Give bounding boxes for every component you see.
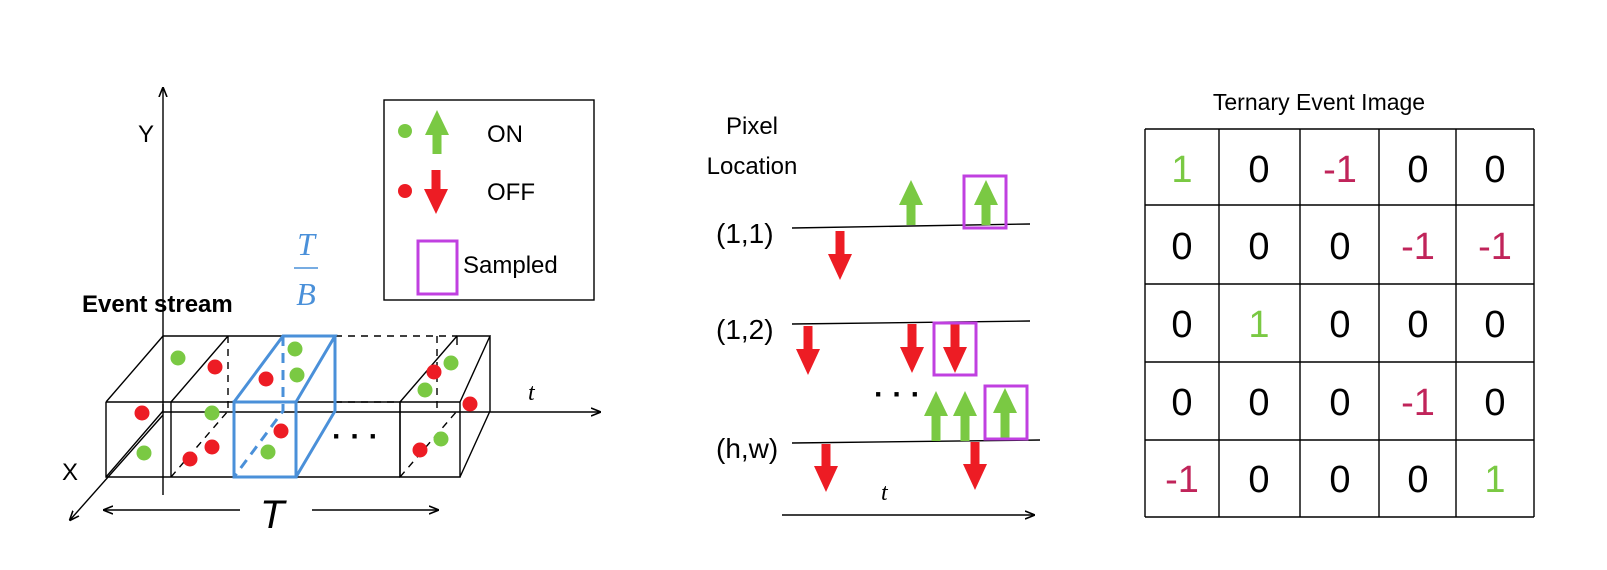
- ternary-cell-value: -1: [1323, 149, 1357, 191]
- on-legend-dot: [398, 124, 412, 138]
- pixel-timeline-panel: Pixel Location (1,1) (1,2) (h,w) t · · ·: [707, 113, 1041, 515]
- ternary-cell-value: 0: [1329, 459, 1350, 501]
- green-up-arrow-icon: [953, 391, 977, 441]
- pixel-location-title-line1: Pixel: [726, 113, 778, 140]
- red-down-arrow-icon: [900, 324, 924, 373]
- duration-label: T: [260, 493, 287, 537]
- pixel-location-title-line2: Location: [707, 153, 798, 180]
- pixel-row-label: (1,2): [716, 314, 774, 345]
- pixel-row-line: [791, 320, 1031, 325]
- green-up-arrow-icon: [899, 180, 923, 225]
- sampled-box: [983, 384, 1029, 441]
- green-up-arrow-icon: [924, 391, 948, 441]
- ternary-cell-value: -1: [1401, 382, 1435, 424]
- ternary-cell-value: 0: [1171, 226, 1192, 268]
- ellipsis-dots: · · ·: [332, 420, 379, 453]
- ternary-cell-value: 0: [1484, 149, 1505, 191]
- hidden-edges: [162, 335, 458, 478]
- on-event-dot: [417, 382, 433, 398]
- off-event-dot: [258, 371, 274, 387]
- ternary-grid: [1144, 128, 1535, 518]
- y-axis-label: Y: [138, 121, 154, 148]
- ternary-cell-value: 0: [1171, 382, 1192, 424]
- time-axis-label: t: [881, 480, 889, 506]
- ternary-cell-value: 1: [1171, 149, 1192, 191]
- red-down-arrow-icon: [796, 326, 820, 375]
- green-up-arrow-icon: [425, 110, 449, 154]
- off-event-dot: [462, 396, 478, 412]
- on-event-dot: [433, 431, 449, 447]
- t-axis-label: t: [528, 380, 536, 406]
- ternary-cell-value: 0: [1407, 459, 1428, 501]
- ternary-cell-value: 0: [1329, 304, 1350, 346]
- window-fraction-numerator: T: [297, 226, 317, 262]
- x-axis: [70, 414, 164, 520]
- ternary-cell-value: 0: [1484, 304, 1505, 346]
- x-axis-label: X: [62, 459, 78, 486]
- ternary-cell-value: 0: [1484, 382, 1505, 424]
- legend: ON OFF Sampled: [383, 99, 595, 301]
- on-event-dot: [204, 405, 220, 421]
- off-event-dot: [412, 442, 428, 458]
- pixel-row-label: (1,1): [716, 218, 774, 249]
- ternary-cell-value: 0: [1329, 382, 1350, 424]
- event-stream-label: Event stream: [82, 291, 233, 318]
- on-event-dot: [443, 355, 459, 371]
- legend-on-label: ON: [487, 121, 523, 148]
- ternary-cell-value: -1: [1401, 226, 1435, 268]
- ternary-cell-value: -1: [1165, 459, 1199, 501]
- ternary-grid-cells: 1 0 -1 0 0 0 0 0 -1 -1 0 1 0 0 0 0 0 0 -1 0 -1 0 0 0 1: [1165, 149, 1512, 501]
- ternary-cell-value: 1: [1248, 304, 1269, 346]
- red-down-arrow-icon: [814, 444, 838, 492]
- sampled-box: [932, 321, 978, 377]
- legend-off-label: OFF: [487, 179, 535, 206]
- ternary-image-title: Ternary Event Image: [1213, 89, 1425, 115]
- ternary-cell-value: 0: [1329, 226, 1350, 268]
- ellipsis-dots: · · ·: [874, 378, 921, 411]
- sampling-window-hidden: [232, 336, 285, 478]
- off-event-dot: [134, 405, 150, 421]
- green-up-arrow-icon: [974, 180, 998, 225]
- window-fraction-denominator: B: [296, 276, 316, 312]
- green-up-arrow-icon: [993, 388, 1017, 438]
- on-event-dot: [289, 367, 305, 383]
- sampled-box: [962, 174, 1008, 230]
- off-legend-dot: [398, 184, 412, 198]
- ternary-cell-value: 0: [1248, 149, 1269, 191]
- event-dots: [134, 341, 478, 467]
- sampling-window: [232, 334, 338, 479]
- legend-sampled-label: Sampled: [463, 252, 558, 279]
- off-event-dot: [182, 451, 198, 467]
- off-event-dot: [207, 359, 223, 375]
- ternary-cell-value: 0: [1248, 459, 1269, 501]
- ternary-cell-value: 0: [1248, 382, 1269, 424]
- ternary-cell-value: 0: [1248, 226, 1269, 268]
- red-down-arrow-icon: [828, 231, 852, 280]
- on-event-dot: [136, 445, 152, 461]
- ternary-cell-value: 0: [1407, 149, 1428, 191]
- red-down-arrow-icon: [943, 324, 967, 373]
- on-event-dot: [170, 350, 186, 366]
- ternary-cell-value: 0: [1407, 304, 1428, 346]
- ternary-cell-value: -1: [1478, 226, 1512, 268]
- red-down-arrow-icon: [424, 170, 448, 214]
- off-event-dot: [273, 423, 289, 439]
- event-stream-panel: Y X t T Event stream T B: [62, 88, 600, 537]
- off-event-dot: [426, 364, 442, 380]
- on-event-dot: [260, 444, 276, 460]
- off-event-dot: [204, 439, 220, 455]
- purple-box-icon: [416, 239, 459, 296]
- ternary-cell-value: 0: [1171, 304, 1192, 346]
- on-event-dot: [287, 341, 303, 357]
- red-down-arrow-icon: [963, 442, 987, 490]
- ternary-cell-value: 1: [1484, 459, 1505, 501]
- pixel-row-label: (h,w): [716, 433, 778, 464]
- ternary-image-panel: Ternary Event Image 1 0 -1 0 0 0 0 0 -1 -1 0 1 0 0 0 0 0…: [1144, 89, 1535, 518]
